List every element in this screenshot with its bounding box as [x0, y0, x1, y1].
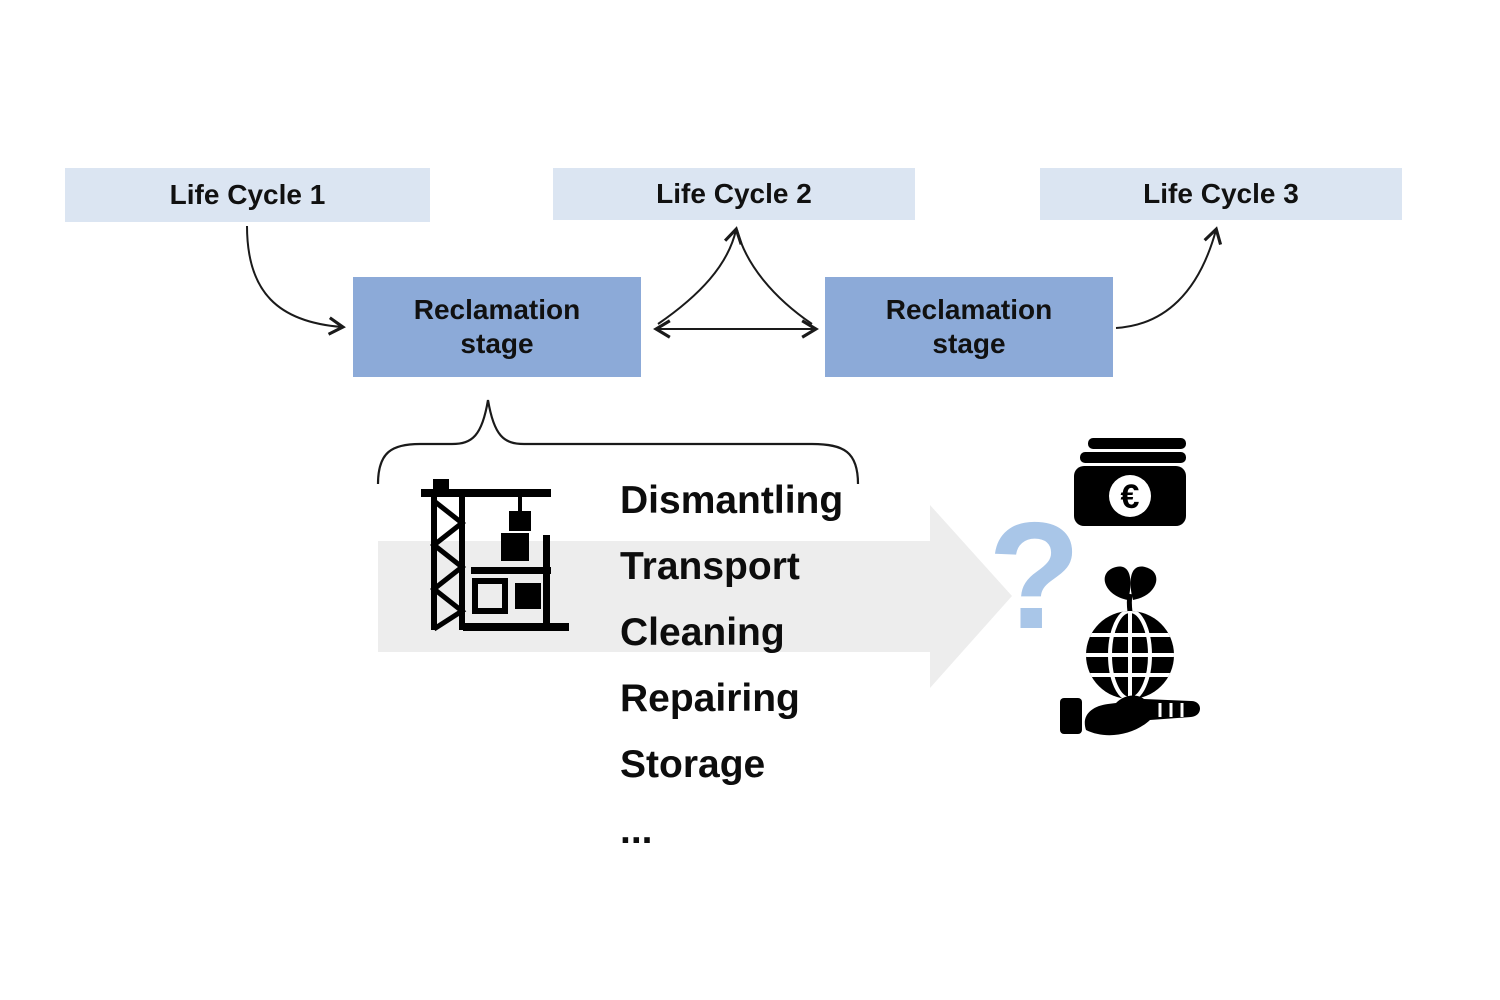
process-step: Repairing: [620, 677, 800, 720]
globe-sprout-hand-icon: [1060, 566, 1200, 736]
life-cycle-1-label: Life Cycle 1: [169, 179, 326, 211]
euro-symbol: €: [1121, 478, 1140, 516]
gray-process-arrow-shape: [378, 505, 1012, 688]
process-step-list: Dismantling Transport Cleaning Repairing…: [620, 468, 843, 864]
life-cycle-3-label: Life Cycle 3: [1143, 178, 1299, 210]
process-step: Transport: [620, 545, 800, 588]
question-mark: ?: [988, 491, 1081, 661]
life-cycle-1-box: Life Cycle 1: [65, 168, 430, 222]
reclamation-stage-right-label: Reclamation stage: [885, 294, 1053, 359]
process-step: Dismantling: [620, 479, 844, 522]
process-step: Storage: [620, 743, 766, 786]
reclamation-stage-right-box: Reclamation stage: [825, 277, 1113, 377]
construction-crane-icon: [421, 479, 569, 632]
reclamation-stage-left-box: Reclamation stage: [353, 277, 641, 377]
process-step: Cleaning: [620, 611, 785, 654]
life-cycle-2-label: Life Cycle 2: [656, 178, 812, 210]
reclamation-stage-left-label: Reclamation stage: [413, 294, 581, 359]
money-euro-icon: €: [1074, 438, 1186, 526]
process-step-ellipsis: ...: [620, 809, 653, 852]
life-cycle-3-box: Life Cycle 3: [1040, 168, 1402, 220]
life-cycle-2-box: Life Cycle 2: [553, 168, 915, 220]
